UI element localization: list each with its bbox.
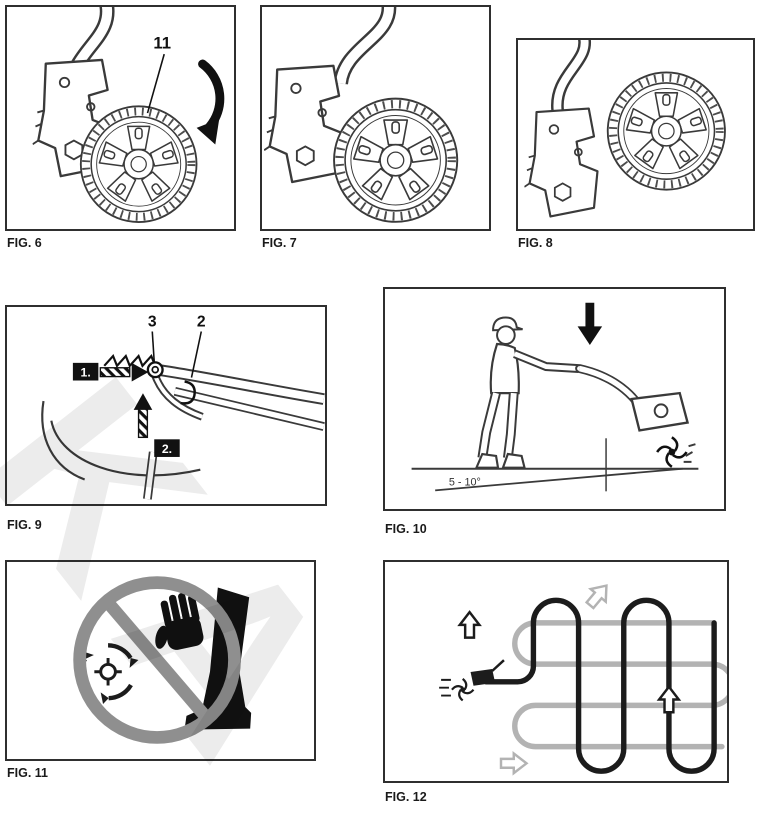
svg-text:2.: 2.: [162, 442, 172, 456]
fig7-illustration: [264, 7, 489, 229]
prohibition-slash: [100, 595, 215, 726]
direction-arrow-icon: [656, 684, 682, 714]
operator-boot: [474, 452, 500, 469]
boot-icon: [184, 587, 252, 730]
step1-badge: [72, 362, 99, 381]
svg-text:1.: 1.: [81, 366, 91, 380]
fig6-panel: 11: [5, 5, 236, 231]
fig12-panel: [383, 560, 729, 783]
tiller-icon: [439, 659, 505, 702]
mount-bracket: [264, 64, 344, 184]
operator-head: [496, 325, 516, 345]
fig12-caption: FIG. 12: [385, 790, 427, 804]
fig8-caption: FIG. 8: [518, 236, 553, 250]
step2-badge: [154, 439, 180, 457]
mount-bracket: [524, 107, 599, 218]
fig11-panel: [5, 560, 316, 761]
incline-line: [435, 467, 683, 492]
direction-arrow-icon: [457, 610, 482, 639]
cross-pass-path: [512, 620, 727, 750]
prohibition-circle: [73, 576, 241, 744]
step1-arrow: [99, 367, 131, 378]
step2-arrow: [137, 407, 149, 439]
fig6-caption: FIG. 6: [7, 236, 42, 250]
fig7-caption: FIG. 7: [262, 236, 297, 250]
angle-label: 5 - 10°: [449, 476, 481, 488]
rotating-tines-icon: [79, 643, 139, 704]
part-leader-line: [190, 331, 203, 378]
fig9-panel: 3 2 1. 2.: [5, 305, 327, 506]
fig9-caption: FIG. 9: [7, 518, 42, 532]
tiller-body-outline: [50, 420, 201, 477]
fig9-illustration: 3 2 1. 2.: [41, 314, 325, 500]
operator-torso: [489, 342, 520, 395]
direction-arrow-icon: [584, 584, 608, 610]
rotation-arrowhead-icon: [196, 118, 220, 145]
rack-teeth: [103, 353, 157, 368]
operator-boot: [501, 452, 526, 469]
part-label-11: 11: [153, 33, 171, 52]
fig8-panel: [516, 38, 755, 231]
direction-arrow-icon: [499, 751, 529, 776]
fig10-caption: FIG. 10: [385, 522, 427, 536]
fig12-illustration: [439, 584, 727, 776]
fig10-illustration: 5 - 10°: [411, 302, 699, 492]
fig11-illustration: [73, 576, 252, 744]
part-label-3: 3: [148, 314, 157, 331]
main-pass-path: [483, 597, 717, 774]
fig7-panel: [260, 5, 491, 231]
fig11-caption: FIG. 11: [7, 766, 48, 780]
down-arrow-icon: [585, 302, 595, 329]
wheel: [608, 72, 725, 189]
part-label-2: 2: [197, 314, 206, 331]
lock-hook: [180, 380, 196, 405]
tines: [656, 436, 688, 468]
rotation-arrow-icon: [198, 59, 225, 132]
hand-icon: [155, 592, 204, 650]
fig6-illustration: 11: [32, 7, 225, 229]
soil-spray: [683, 443, 696, 463]
part-leader-line: [146, 53, 165, 114]
wheel: [334, 99, 457, 222]
wheel: [81, 106, 197, 222]
part-leader-line: [151, 331, 156, 362]
fig8-illustration: [524, 40, 753, 218]
fig10-panel: 5 - 10°: [383, 287, 726, 511]
